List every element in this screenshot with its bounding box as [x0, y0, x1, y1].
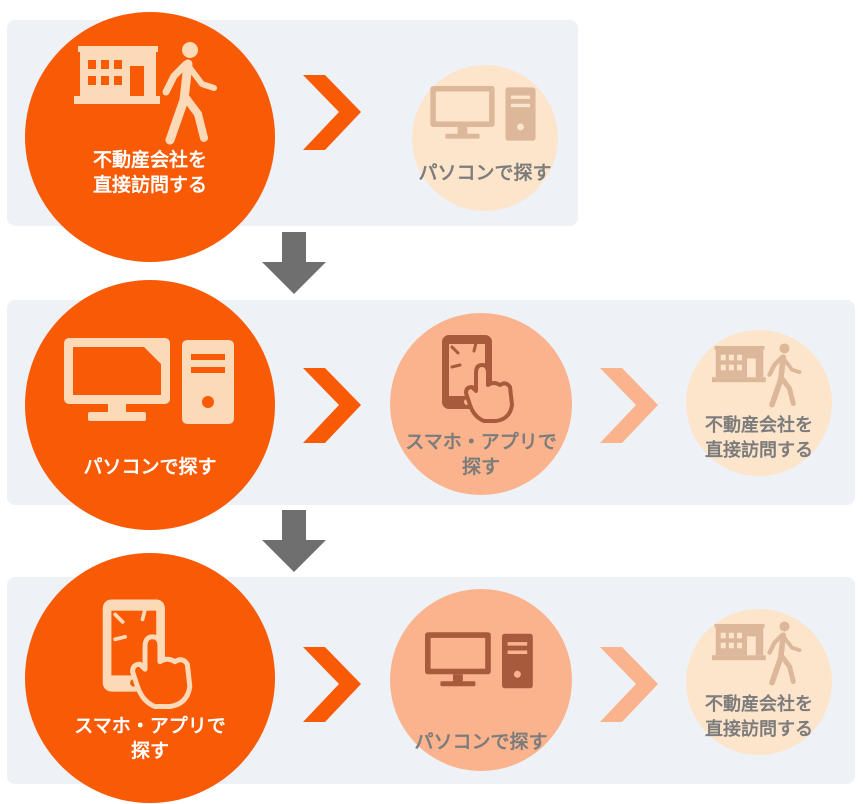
building-walking-person-icon: [712, 343, 802, 408]
row-2-alt1-label: スマホ・アプリで 探す: [405, 431, 557, 478]
desktop-computer-icon: [64, 338, 234, 424]
row-1-primary-label: 不動産会社を 直接訪問する: [92, 149, 207, 196]
row-3-alt2-label: 不動産会社を 直接訪問する: [705, 694, 813, 740]
row-2-alt2-label: 不動産会社を 直接訪問する: [705, 415, 813, 461]
smartphone-tap-icon: [102, 599, 193, 710]
row-3-alt1-circle: [390, 589, 572, 771]
down-arrow-1: [262, 232, 326, 294]
building-walking-person-icon: [712, 621, 802, 686]
building-walking-person-icon: [74, 42, 217, 145]
row-3-alt1-label: パソコンで探す: [414, 731, 548, 753]
row-3-chevron-2: [600, 647, 658, 722]
desktop-computer-icon: [425, 632, 533, 689]
desktop-computer-icon: [430, 86, 536, 141]
row-3-primary-label: スマホ・アプリで 探す: [74, 715, 226, 762]
row-1-chevron: [303, 75, 361, 150]
row-2-primary-label: パソコンで探す: [83, 456, 217, 478]
row-3-chevron-1: [303, 647, 361, 722]
row-2-chevron-1: [303, 368, 361, 443]
row-2-chevron-2: [600, 368, 658, 443]
row-1-alt1-label: パソコンで探す: [418, 162, 552, 184]
down-arrow-2: [262, 510, 326, 572]
smartphone-tap-icon: [442, 335, 514, 423]
